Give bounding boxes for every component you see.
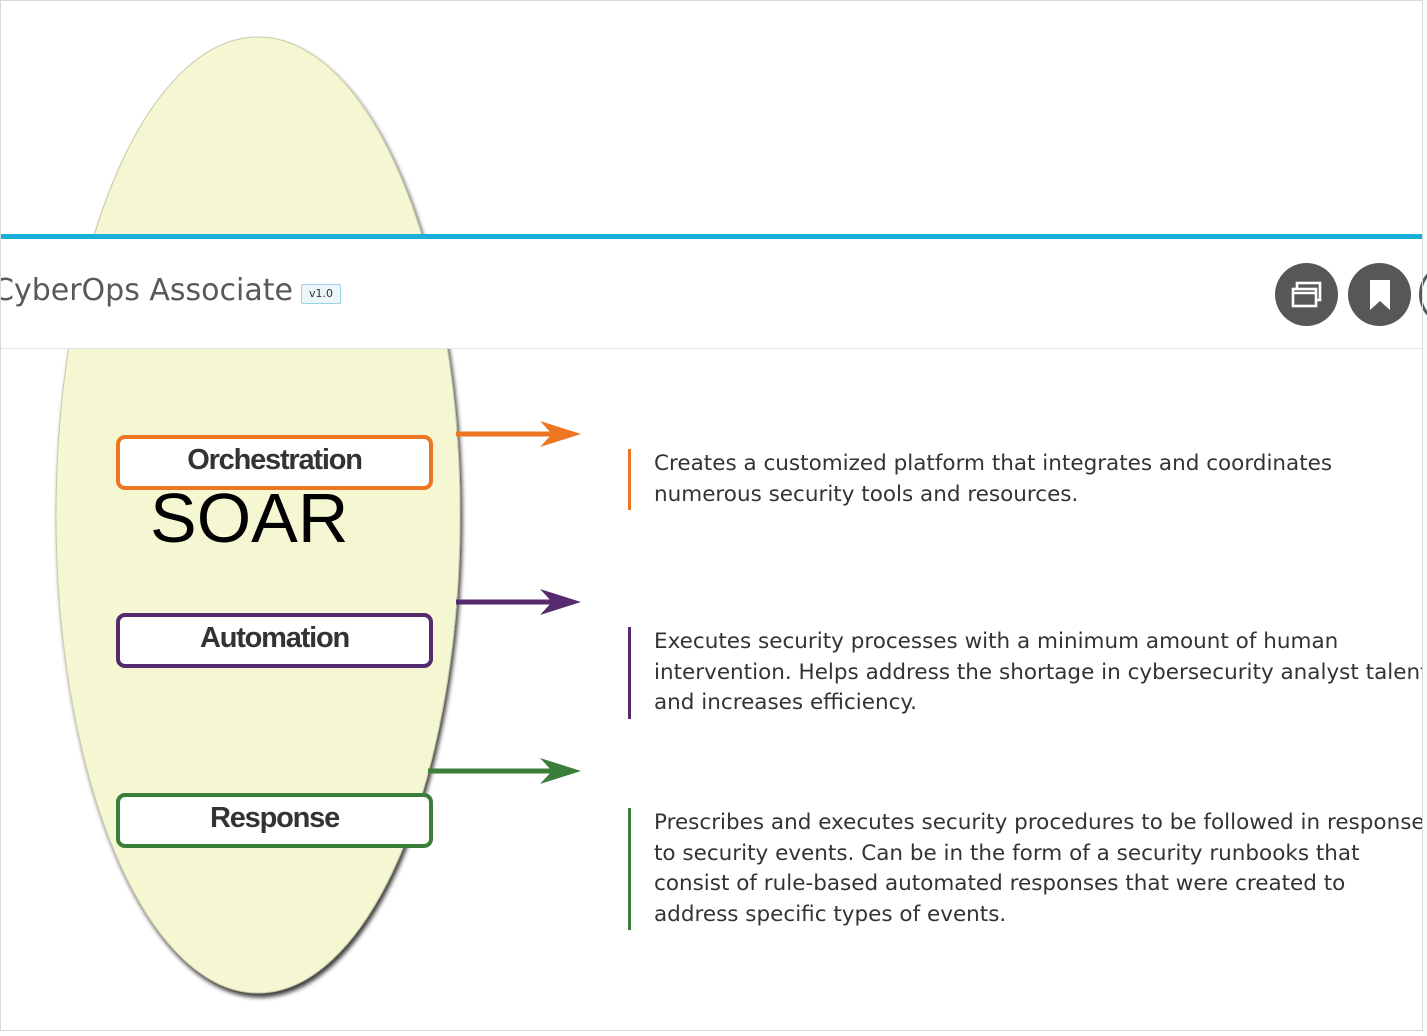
window-restore-icon [1291,281,1321,307]
orchestration-box[interactable]: Orchestration [116,435,433,490]
soar-title: SOAR [150,479,349,557]
response-label: Response [210,802,340,834]
automation-label: Automation [199,622,350,654]
orchestration-label: Orchestration [187,444,363,476]
automation-description: Executes security processes with a minim… [628,627,1423,719]
window-restore-button[interactable] [1275,263,1338,326]
version-badge: v1.0 [301,284,342,304]
response-description: Prescribes and executes security procedu… [628,808,1423,930]
response-box[interactable]: Response [116,793,433,848]
bookmark-button[interactable] [1348,263,1411,326]
automation-box[interactable]: Automation [116,613,433,668]
course-header: CyberOps Associate v1.0 [0,234,1427,349]
bookmark-icon [1369,279,1390,310]
orchestration-description: Creates a customized platform that integ… [628,449,1423,510]
course-title: CyberOps Associate [0,273,293,308]
